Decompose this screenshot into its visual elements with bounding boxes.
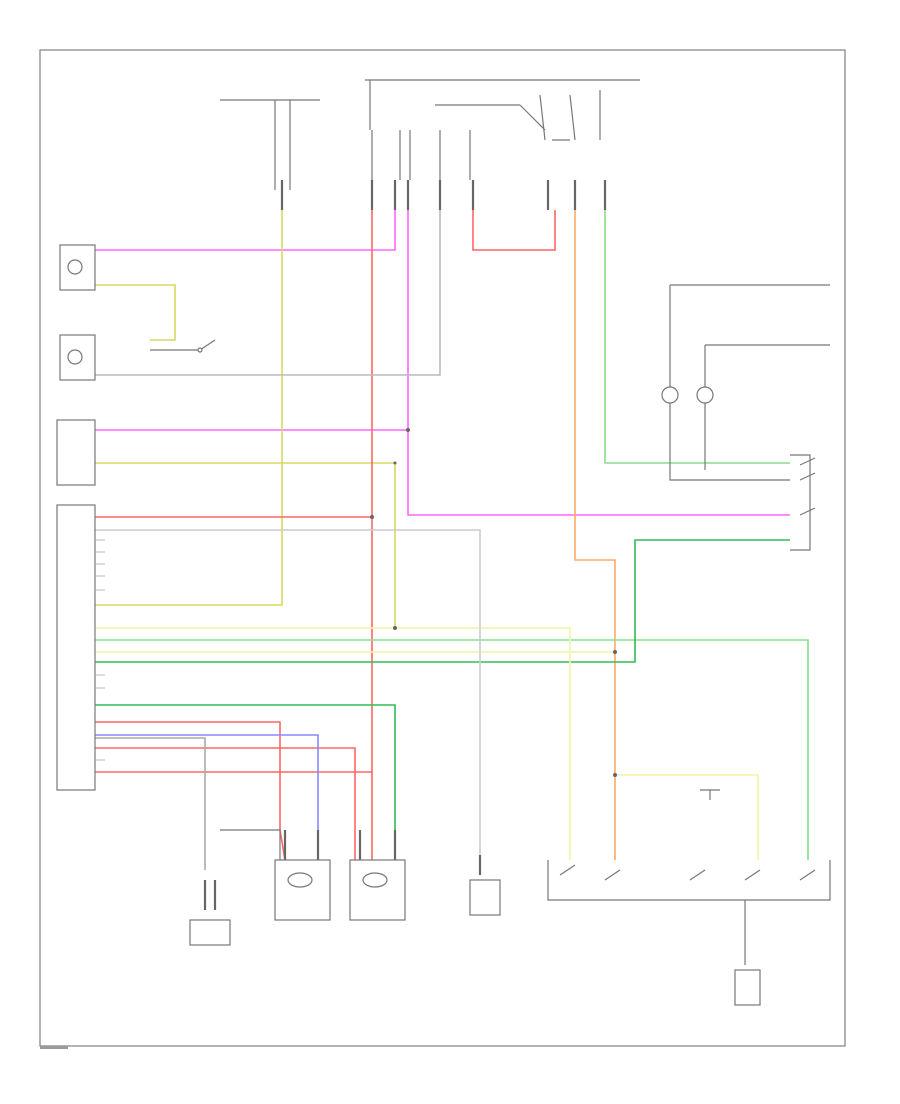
- wire-black-gnd: [220, 829, 281, 860]
- top-connectors: [280, 180, 607, 210]
- wire-green-cluster: [95, 639, 809, 860]
- left-front-combination-lamp: [274, 830, 331, 921]
- wire-red-lower1: [95, 721, 286, 861]
- dimmer-switch: [197, 339, 216, 353]
- wire-pink-headlight: [95, 210, 396, 251]
- wire-gray-dimmer: [95, 210, 441, 376]
- wire-lightyellow-3: [615, 774, 759, 860]
- wire-orange-switch: [574, 210, 616, 860]
- wire-yellow-left: [95, 284, 176, 341]
- wire-green-right: [604, 210, 790, 464]
- cluster-pins: [95, 539, 105, 761]
- page-mark: [40, 1046, 68, 1049]
- instrument-cluster: [56, 419, 96, 791]
- right-front-turn-lamp: [696, 386, 714, 404]
- wire-darkgreen-lower: [95, 704, 396, 860]
- splice-points: [370, 428, 617, 777]
- wire-yellow-cluster: [95, 210, 283, 606]
- wire-pink-long: [407, 210, 790, 516]
- left-front-turn-lamp: [661, 386, 679, 404]
- wire-blue: [95, 734, 319, 860]
- wire-red-relay: [472, 210, 556, 251]
- ground-rh: [734, 900, 761, 1006]
- wire-black-rh2: [704, 344, 830, 470]
- right-headlight: [59, 334, 96, 381]
- light-switch: [547, 789, 831, 901]
- wire-red-lower2: [95, 747, 356, 860]
- wire-gray-ground: [95, 737, 206, 870]
- left-headlight: [59, 244, 96, 291]
- right-front-combination-lamp: [349, 830, 406, 921]
- turn-relay: [469, 855, 501, 916]
- diagram-frame: [39, 49, 846, 1047]
- wire-gray-turn: [95, 529, 481, 870]
- wire-lightyellow-1: [95, 627, 571, 860]
- hazard-switch: [790, 454, 816, 551]
- wire-darkgreen-hazard: [95, 539, 790, 663]
- wire-black-rh1: [669, 284, 830, 481]
- wire-yellow-mid: [95, 462, 396, 628]
- fuse-block: [220, 79, 640, 190]
- ground-lh: [189, 880, 231, 946]
